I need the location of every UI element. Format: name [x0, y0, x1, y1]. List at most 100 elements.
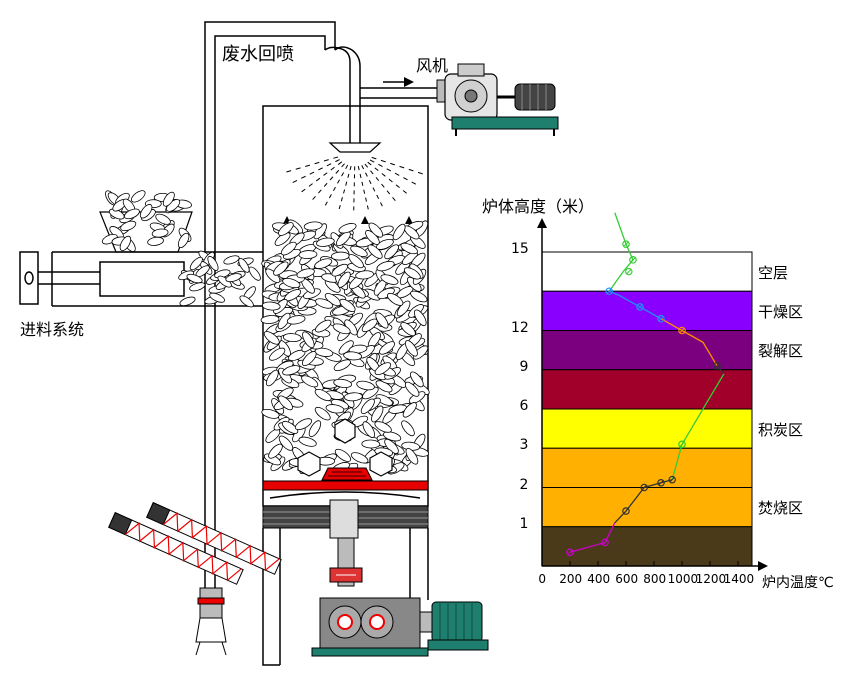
pellet — [151, 228, 169, 238]
pellet — [400, 321, 416, 337]
spray-droplet — [326, 163, 332, 167]
pellet — [361, 439, 381, 449]
pellet — [374, 362, 392, 376]
x-tick-label: 400 — [587, 572, 611, 586]
spray-droplet — [417, 171, 423, 175]
spray-droplet — [338, 204, 341, 210]
spray-droplet — [376, 194, 380, 199]
pellet — [278, 222, 294, 236]
spray-droplet — [345, 164, 349, 170]
spray-droplet — [305, 164, 311, 167]
pellet — [260, 315, 280, 324]
pellet — [177, 232, 190, 249]
pellet — [280, 241, 297, 256]
spray-droplet — [309, 171, 315, 175]
pellet — [350, 452, 369, 464]
y-tick-label: 9 — [519, 358, 529, 375]
spray-droplet — [411, 181, 417, 185]
pellet — [332, 323, 351, 335]
spray-droplet — [390, 162, 396, 166]
spray-droplet — [340, 197, 343, 202]
pellet — [314, 388, 332, 402]
zone-label: 空层 — [758, 263, 789, 282]
pellet — [302, 331, 315, 349]
pellet — [355, 270, 374, 280]
spray-droplet — [318, 167, 323, 171]
spray-droplet — [365, 197, 367, 202]
pellet — [274, 232, 291, 246]
data-point-marker — [668, 475, 677, 484]
zone-band — [541, 369, 753, 410]
zone-band — [541, 526, 753, 567]
pellet — [286, 315, 306, 325]
pellet — [265, 369, 279, 387]
x-tick-label: 600 — [615, 572, 639, 586]
pellet — [343, 351, 362, 361]
pellet — [278, 435, 294, 451]
x-tick-label: 200 — [559, 572, 583, 586]
pellet — [225, 273, 242, 283]
pellet — [314, 347, 334, 357]
spray-droplet — [337, 161, 343, 165]
spray-droplet — [371, 156, 377, 160]
spray-droplet — [357, 166, 360, 171]
data-point-marker — [640, 483, 649, 492]
spray-droplet — [388, 178, 393, 183]
pellet — [301, 375, 319, 388]
spray-droplet — [361, 165, 365, 170]
pellet — [331, 263, 349, 277]
feed-channel-pellets — [178, 250, 261, 308]
pellet — [376, 238, 394, 250]
pellet — [343, 392, 363, 402]
spray-droplet — [381, 173, 386, 177]
zone-band — [541, 251, 753, 292]
data-point-marker-cross — [567, 549, 573, 555]
pellet — [374, 421, 392, 433]
pellet — [268, 443, 283, 459]
pellet — [189, 282, 206, 292]
recirculation-pump — [195, 587, 227, 656]
screw-conveyor-lower — [108, 512, 244, 585]
data-point-marker-cross — [606, 288, 612, 294]
pellet — [273, 261, 289, 276]
spray-droplet — [386, 190, 391, 195]
spray-droplet — [399, 165, 405, 169]
pellet — [404, 340, 418, 357]
upflow-arrows — [283, 216, 413, 224]
spray-droplet — [343, 189, 346, 194]
spray-droplet — [335, 169, 340, 174]
hopper-pellets — [101, 190, 192, 252]
spray-droplet — [335, 159, 340, 163]
data-point-marker — [605, 287, 614, 296]
spray-droplet — [333, 156, 339, 159]
pellet — [387, 292, 404, 306]
pellet — [382, 431, 402, 442]
data-point-marker — [601, 538, 609, 547]
fan-blower — [436, 63, 559, 136]
pellet — [139, 204, 153, 219]
feed-ram — [19, 251, 263, 307]
zone-label: 积炭区 — [758, 420, 804, 439]
pellet — [294, 418, 313, 431]
pellet — [147, 236, 164, 246]
data-point-marker — [657, 314, 665, 323]
spray-pipe — [324, 46, 361, 145]
spray-droplet — [308, 183, 313, 187]
pellet — [410, 371, 424, 388]
chart-xlabel: 炉内温度℃ — [762, 575, 834, 591]
chart-ylabel: 炉体高度（米） — [482, 197, 595, 216]
pellet — [350, 245, 368, 257]
x-axis-arrow-icon — [758, 561, 768, 571]
data-point-marker — [622, 240, 630, 248]
spray-droplet — [328, 194, 332, 199]
spray-droplet — [323, 159, 329, 162]
y-tick-label: 6 — [519, 398, 529, 414]
pellet — [403, 267, 421, 280]
data-point-marker-cross — [669, 477, 675, 483]
data-point-marker-cross — [602, 540, 608, 545]
data-point-marker-cross — [658, 480, 664, 486]
wastewater-spray-label: 废水回喷 — [222, 44, 294, 65]
x-tick-label: 0 — [538, 572, 547, 586]
spray-droplet — [394, 172, 400, 176]
data-point-marker-cross — [641, 485, 647, 490]
